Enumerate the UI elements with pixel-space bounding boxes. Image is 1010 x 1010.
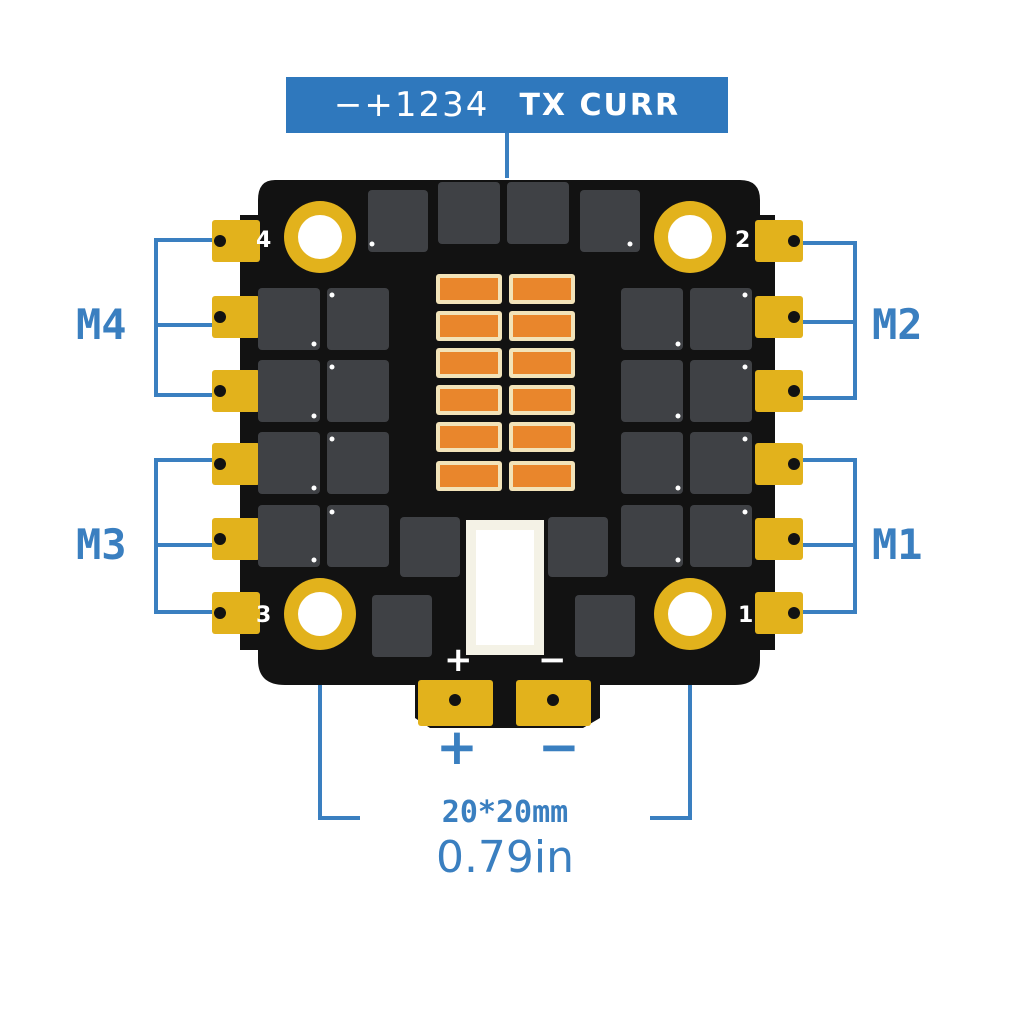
hole-number-4: 4 <box>256 228 272 253</box>
resistor-array-right <box>509 274 575 491</box>
width-dim-right <box>650 650 692 820</box>
m4-bracket <box>154 238 215 397</box>
hole-number-1: 1 <box>738 603 754 628</box>
chip-top-3 <box>507 182 569 244</box>
chip-top-2 <box>438 182 500 244</box>
pad-m3-a <box>212 443 260 485</box>
pad-m2-c <box>755 370 803 412</box>
pad-m1-b <box>755 518 803 560</box>
dimension-mm: 20*20mm <box>441 795 569 830</box>
pad-m4-b <box>212 296 260 338</box>
m3-bracket <box>154 458 215 614</box>
pad-m3-b <box>212 518 260 560</box>
pad-m3-c <box>212 592 260 634</box>
silk-plus: + <box>444 640 473 680</box>
silk-minus: − <box>538 640 567 680</box>
hole-number-2: 2 <box>735 228 751 253</box>
motor-label-m2: M2 <box>872 300 923 349</box>
motor-label-m4: M4 <box>76 300 127 349</box>
power-label-plus: + <box>436 718 478 776</box>
mounting-holes <box>284 201 726 650</box>
chip-top-1 <box>368 190 428 252</box>
pad-m2-b <box>755 296 803 338</box>
resistor-array-left <box>436 274 502 491</box>
left-mosfets <box>258 288 460 657</box>
pad-m1-c <box>755 592 803 634</box>
chip-top-4 <box>580 190 640 252</box>
battery-pads <box>418 680 591 726</box>
top-chips <box>368 182 640 252</box>
motor-label-m3: M3 <box>76 520 127 569</box>
pad-m4-c <box>212 370 260 412</box>
width-dim-left <box>318 650 360 820</box>
signal-header-label: −+1234 TX CURR <box>286 77 728 133</box>
header-pins-text: −+1234 <box>333 85 490 125</box>
left-motor-pads <box>212 220 260 634</box>
right-motor-pads <box>755 220 803 634</box>
annotation-lines <box>154 133 857 820</box>
pad-m2-a <box>755 220 803 262</box>
header-signals-text: TX CURR <box>519 87 681 123</box>
chip-dots <box>311 241 748 563</box>
pad-m4-a <box>212 220 260 262</box>
pad-m1-a <box>755 443 803 485</box>
dimension-inch: 0.79in <box>435 832 575 883</box>
pad-holes <box>214 235 800 619</box>
hole-number-3: 3 <box>256 603 272 628</box>
m1-bracket <box>800 458 857 614</box>
power-label-minus: − <box>538 718 580 776</box>
motor-label-m1: M1 <box>872 520 923 569</box>
right-mosfets <box>548 288 752 657</box>
